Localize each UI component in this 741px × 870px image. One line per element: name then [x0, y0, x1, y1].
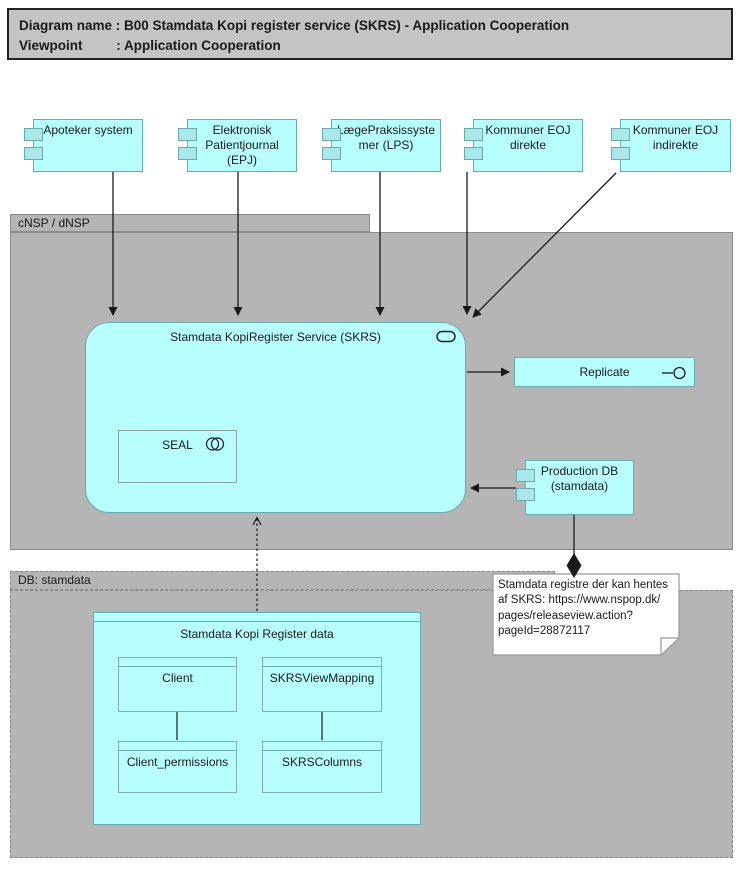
group-db-tab: DB: stamdata [10, 571, 555, 590]
component-tab-icon [611, 147, 630, 160]
data-object-label: Stamdata Kopi Register data [180, 627, 334, 641]
interface-replicate-label: Replicate [579, 365, 630, 379]
component-tab-icon [464, 147, 483, 160]
interface-replicate: Replicate [514, 357, 695, 387]
component-apoteker-system-label: Apoteker system [43, 123, 133, 137]
table-header-band [119, 742, 236, 751]
group-db-label: DB: stamdata [18, 573, 91, 587]
table-skrsviewmapping: SKRSViewMapping [262, 657, 382, 712]
component-tab-icon [24, 147, 43, 160]
table-skrscolumns: SKRSColumns [262, 741, 382, 793]
component-epj: Elektronisk Patientjournal (EPJ) [178, 119, 297, 172]
component-seal-label: SEAL [162, 438, 193, 452]
component-seal: SEAL [118, 430, 237, 483]
component-lps: LægePraksissyste mer (LPS) [322, 119, 441, 172]
component-epj-label: Elektronisk Patientjournal (EPJ) [205, 123, 279, 167]
component-tab-icon [24, 128, 43, 141]
service-skrs-label: Stamdata KopiRegister Service (SKRS) [170, 330, 381, 344]
diagram-title-line2: Viewpoint : Application Cooperation [19, 37, 281, 53]
table-client: Client [118, 657, 237, 712]
data-object-stamdata-kopi-register: Stamdata Kopi Register data Client SKRSV… [93, 612, 421, 825]
component-production-db: Production DB (stamdata) [516, 460, 634, 515]
application-service-icon [436, 330, 456, 343]
table-header-band [119, 658, 236, 667]
table-client-permissions-label: Client_permissions [126, 755, 229, 769]
component-tab-icon [516, 469, 535, 482]
data-object-header-band [94, 613, 420, 622]
component-tab-icon [322, 128, 341, 141]
service-skrs: Stamdata KopiRegister Service (SKRS) [85, 322, 466, 513]
component-apoteker-system: Apoteker system [24, 119, 143, 172]
component-tab-icon [464, 128, 483, 141]
table-skrscolumns-label: SKRSColumns [281, 755, 363, 769]
component-tab-icon [178, 128, 197, 141]
table-header-band [263, 742, 381, 751]
diagram-title-box: Diagram name : B00 Stamdata Kopi registe… [7, 8, 733, 60]
component-tab-icon [178, 147, 197, 160]
component-lps-label: LægePraksissyste mer (LPS) [336, 123, 436, 152]
group-cnsp-tab: cNSP / dNSP [10, 214, 370, 232]
group-cnsp-label: cNSP / dNSP [18, 216, 90, 230]
component-kommuner-eoj-direkte: Kommuner EOJ direkte [464, 119, 583, 172]
table-skrsviewmapping-label: SKRSViewMapping [269, 671, 375, 685]
collaboration-circles-icon [205, 437, 225, 451]
note-stamdata-registre: Stamdata registre der kan hentes af SKRS… [498, 579, 669, 638]
table-client-label: Client [162, 671, 193, 685]
table-client-permissions: Client_permissions [118, 741, 237, 793]
table-header-band [263, 658, 381, 667]
component-kommuner-eoj-indirekte: Kommuner EOJ indirekte [611, 119, 731, 172]
diagram-title-line1: Diagram name : B00 Stamdata Kopi registe… [19, 18, 570, 33]
component-tab-icon [611, 128, 630, 141]
application-interface-icon [662, 366, 686, 380]
component-kommuner-eoj-direkte-label: Kommuner EOJ direkte [485, 123, 571, 152]
component-kommuner-eoj-indirekte-label: Kommuner EOJ indirekte [632, 123, 719, 152]
component-tab-icon [516, 488, 535, 501]
component-tab-icon [322, 147, 341, 160]
component-production-db-label: Production DB (stamdata) [540, 464, 619, 493]
